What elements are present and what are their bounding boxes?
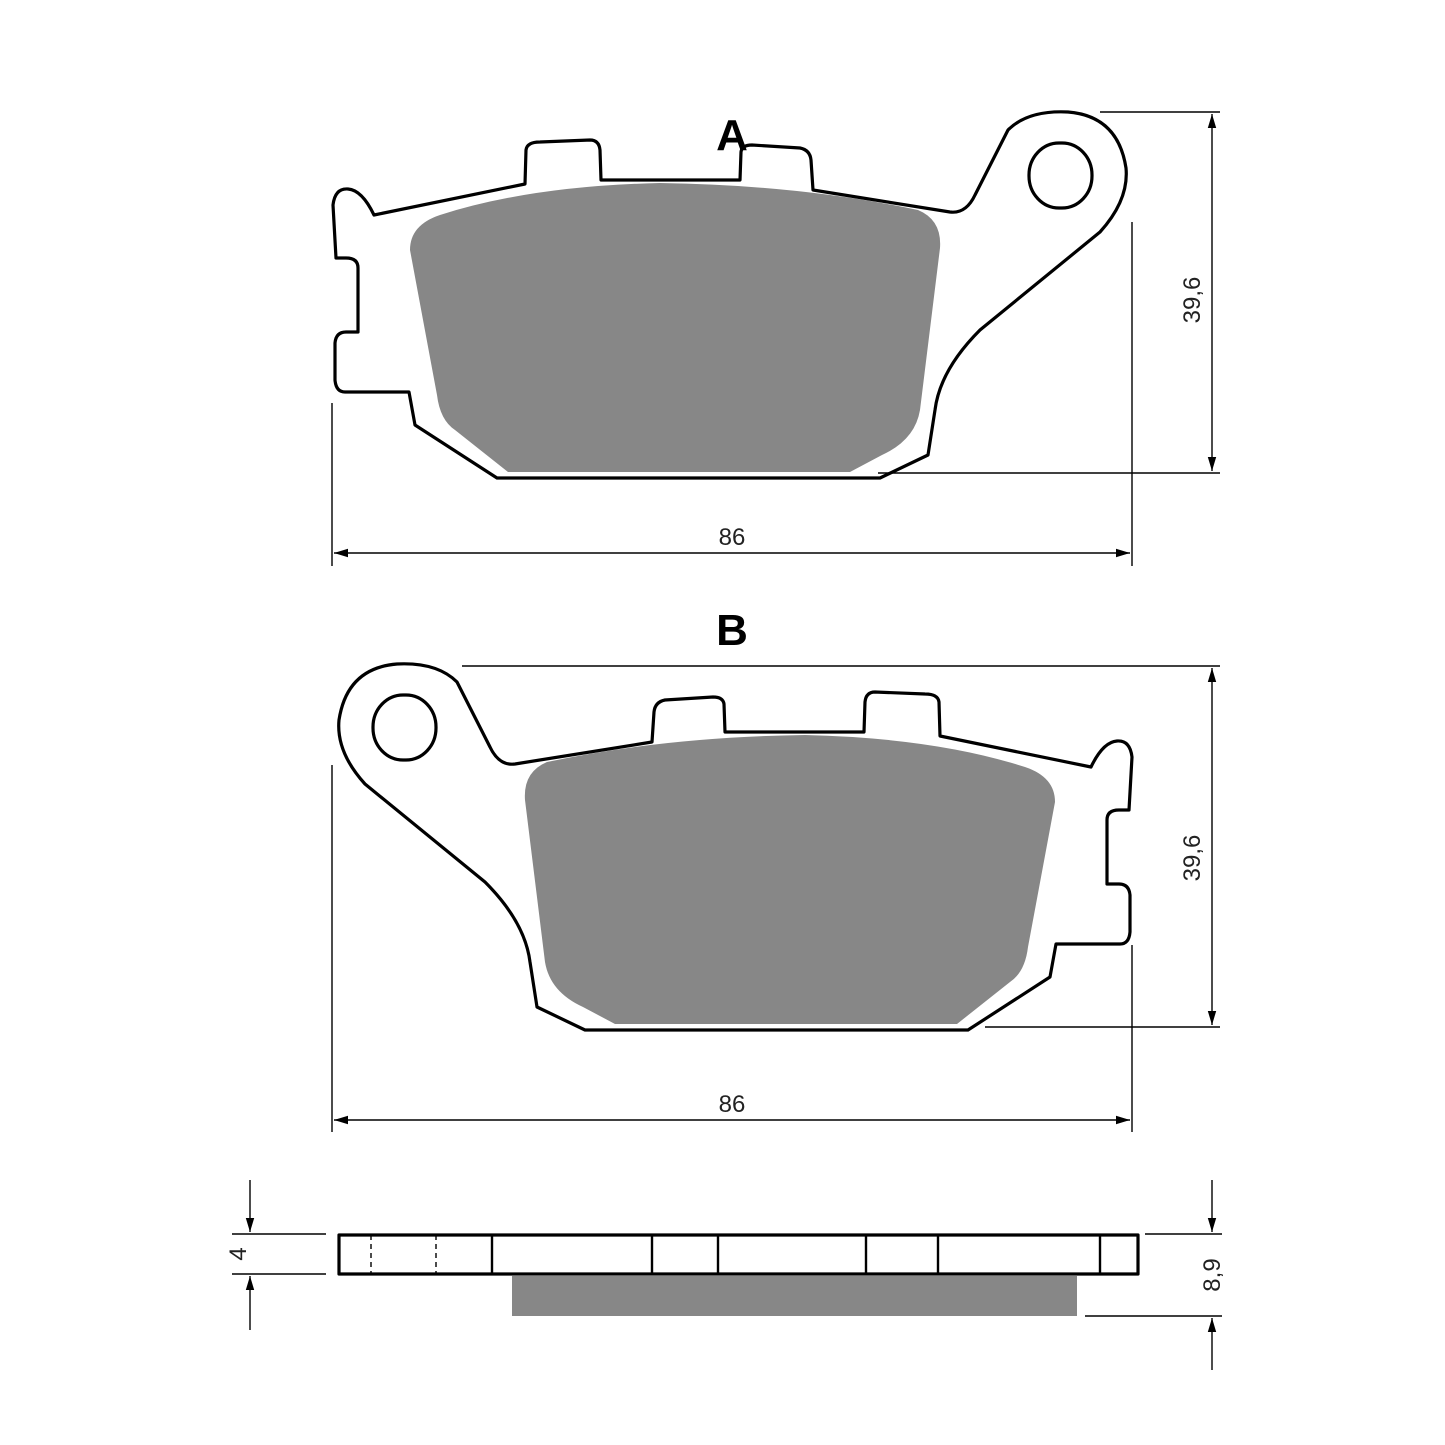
view-a-label: A xyxy=(716,111,748,160)
width-value-a: 86 xyxy=(719,524,746,551)
side-friction-material xyxy=(512,1276,1077,1316)
height-value-a: 39,6 xyxy=(1179,277,1206,324)
height-value-b: 39,6 xyxy=(1179,835,1206,882)
side-view: 4 8,9 xyxy=(225,1180,1226,1370)
width-value-b: 86 xyxy=(719,1091,746,1118)
plate-thickness-value: 4 xyxy=(225,1247,252,1260)
total-thickness-value: 8,9 xyxy=(1199,1258,1226,1291)
view-b-label: B xyxy=(716,606,748,655)
side-backing-plate xyxy=(337,1233,1140,1276)
plate-dividers xyxy=(370,1235,1102,1274)
pad-view-b xyxy=(337,662,1134,1032)
pad-view-a xyxy=(331,110,1128,480)
